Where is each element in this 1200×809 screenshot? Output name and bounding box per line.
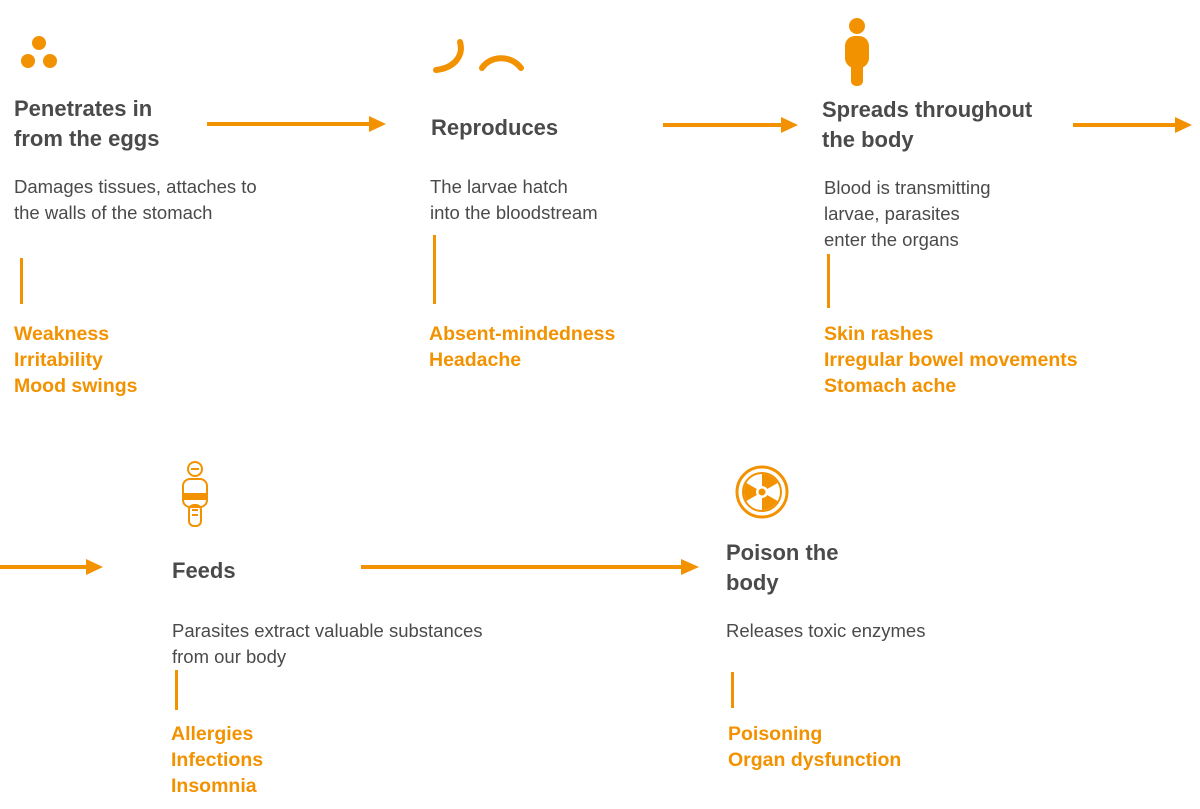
stage-title: Poison the body	[726, 540, 839, 595]
stage-description: Damages tissues, attaches to the walls o…	[14, 176, 257, 223]
symptom-item: Absent-mindedness	[429, 323, 616, 345]
human-body-icon	[845, 18, 869, 86]
symptom-item: Insomnia	[171, 775, 257, 797]
stage-description: Parasites extract valuable substances fr…	[172, 620, 483, 667]
stage-description: The larvae hatch into the bloodstream	[430, 176, 598, 223]
symptom-item: Allergies	[171, 723, 254, 745]
stage-title: Penetrates in from the eggs	[14, 96, 160, 151]
flow-arrow	[1073, 117, 1192, 133]
symptom-list: Absent-mindedness Headache	[429, 321, 615, 373]
feeding-body-icon	[182, 461, 208, 527]
stage-description: Blood is transmitting larvae, parasites …	[824, 177, 991, 250]
flow-arrow	[207, 116, 386, 132]
symptom-item: Irritability	[14, 349, 103, 371]
stage-divider	[20, 258, 23, 304]
stage-divider	[433, 235, 436, 304]
flow-arrow	[361, 559, 699, 575]
symptom-list: Weakness Irritability Mood swings	[14, 321, 138, 399]
symptom-item: Irregular bowel movements	[824, 349, 1078, 371]
stage-title: Spreads throughout the body	[822, 97, 1033, 152]
stage-title: Feeds	[172, 558, 236, 583]
flow-arrow	[663, 117, 798, 133]
symptom-item: Poisoning	[728, 723, 823, 745]
symptom-item: Skin rashes	[824, 323, 934, 345]
symptom-item: Organ dysfunction	[728, 749, 902, 771]
stage-description: Releases toxic enzymes	[726, 620, 926, 641]
symptom-item: Mood swings	[14, 375, 138, 397]
symptom-list: Allergies Infections Insomnia	[171, 721, 263, 799]
eggs-icon	[21, 36, 57, 68]
larvae-icon	[433, 39, 524, 73]
toxic-radiation-icon	[735, 465, 789, 519]
symptom-item: Weakness	[14, 323, 110, 345]
stage-divider	[175, 670, 178, 710]
stage-title: Reproduces	[431, 115, 559, 140]
symptom-item: Infections	[171, 749, 264, 771]
symptom-list: Skin rashes Irregular bowel movements St…	[824, 321, 1078, 399]
stage-divider	[827, 254, 830, 308]
stage-divider	[731, 672, 734, 708]
symptom-item: Headache	[429, 349, 522, 371]
symptom-list: Poisoning Organ dysfunction	[728, 721, 901, 773]
flow-arrow	[0, 559, 103, 575]
symptom-item: Stomach ache	[824, 375, 957, 397]
